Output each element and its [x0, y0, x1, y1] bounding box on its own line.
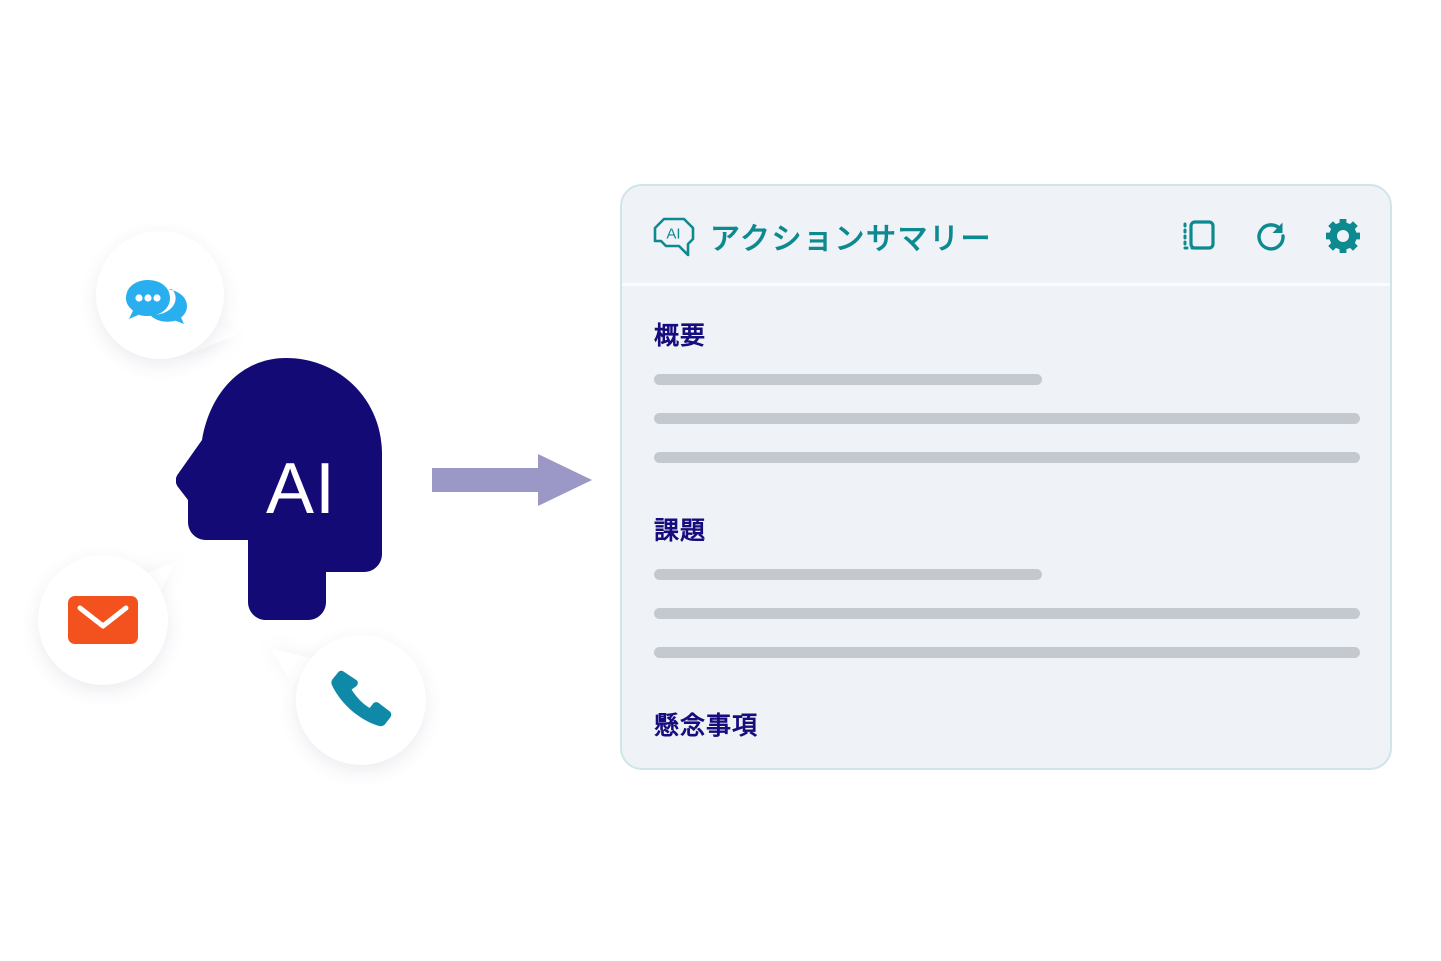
- skeleton-line: [654, 647, 1360, 658]
- card-actions: [1182, 219, 1360, 253]
- mail-icon: [68, 596, 138, 644]
- phone-icon: [331, 670, 392, 727]
- skeleton-line: [654, 374, 1043, 385]
- card-title-group: AI アクションサマリー: [652, 214, 992, 258]
- skeleton-line: [654, 452, 1360, 463]
- summary-section: 懸念事項: [654, 706, 1360, 742]
- ai-speech-bubble-icon: AI: [653, 217, 695, 257]
- card-title: アクションサマリー: [710, 223, 992, 256]
- chat-bubble: [96, 231, 224, 359]
- skeleton-line: [654, 413, 1360, 424]
- card-header: AI アクションサマリー: [622, 186, 1390, 286]
- ai-channels-illustration: AI: [0, 0, 620, 961]
- summary-section: 課題: [654, 511, 1360, 658]
- section-heading: 懸念事項: [654, 712, 759, 740]
- summary-section: 概要: [654, 316, 1360, 463]
- action-summary-card: AI アクションサマリー: [620, 184, 1392, 770]
- section-heading: 課題: [654, 517, 707, 545]
- section-heading: 概要: [654, 322, 707, 350]
- skeleton-line: [654, 608, 1360, 619]
- chat-icon: [126, 280, 187, 324]
- svg-text:AI: AI: [666, 226, 680, 243]
- settings-icon[interactable]: [1326, 219, 1360, 253]
- right-arrow-icon: [432, 454, 592, 506]
- copy-icon[interactable]: [1182, 219, 1216, 253]
- section-skeleton-lines: [654, 569, 1360, 658]
- card-body: 概要 課題 懸念事項: [622, 286, 1390, 742]
- skeleton-line: [654, 569, 1043, 580]
- mail-bubble: [38, 555, 168, 685]
- refresh-icon[interactable]: [1254, 219, 1288, 253]
- phone-bubble: [296, 635, 426, 765]
- ai-head-icon: [176, 358, 382, 620]
- section-skeleton-lines: [654, 374, 1360, 463]
